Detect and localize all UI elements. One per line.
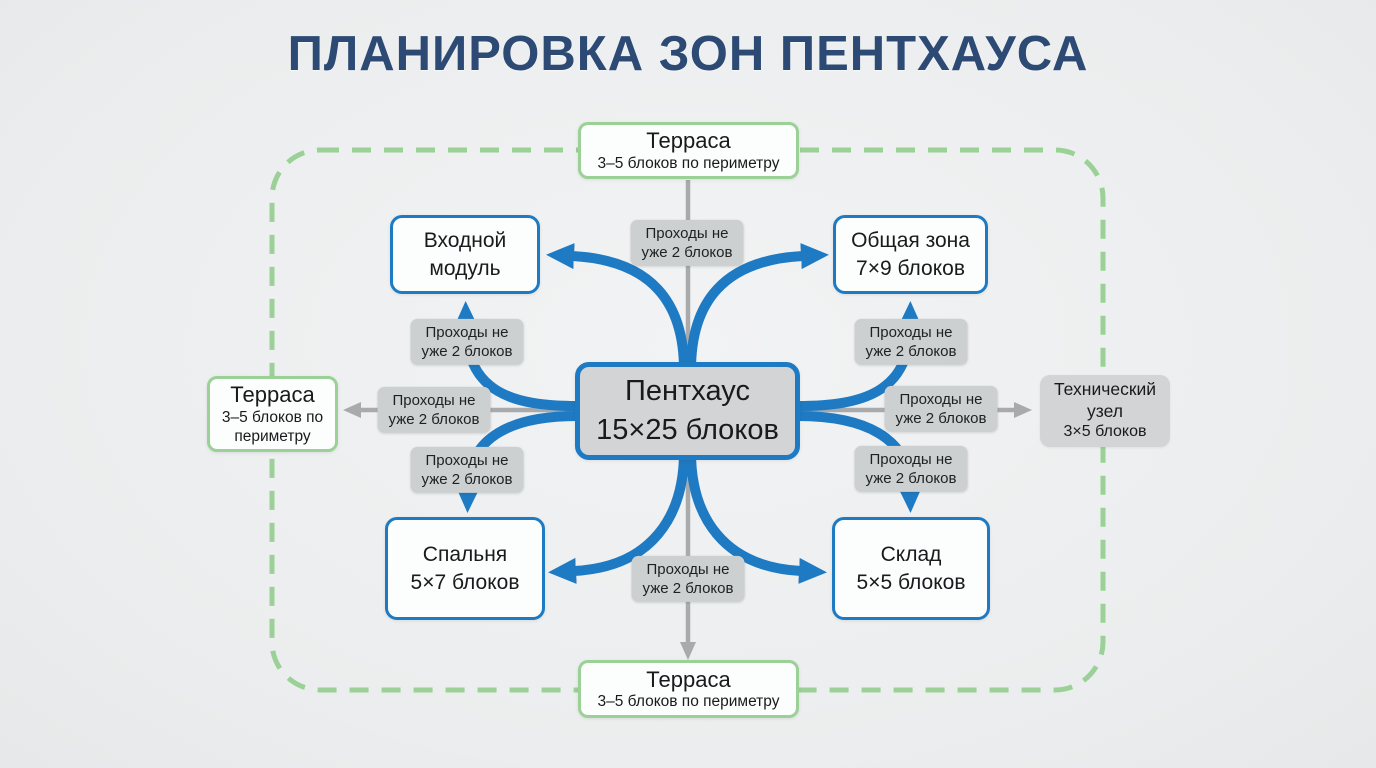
node-tech-title: Технический узел	[1053, 378, 1157, 421]
node-common-size: 7×9 блоков	[856, 256, 965, 280]
corridor-note-line1: Проходы не	[869, 323, 953, 341]
node-terrace-bottom-size: 3–5 блоков по периметру	[597, 693, 780, 711]
corridor-note-line2: уже 2 блоков	[421, 343, 513, 360]
node-penthouse-title: Пентхаус	[625, 374, 750, 407]
corridor-note-mid-left: Проходы не уже 2 блоков	[377, 386, 491, 434]
node-storage-size: 5×5 блоков	[856, 570, 966, 594]
node-terrace-top-title: Терраса	[646, 128, 731, 154]
node-terrace-top-size: 3–5 блоков по периметру	[597, 154, 780, 172]
corridor-note-line1: Проходы не	[869, 450, 953, 468]
arrow-center-to-common-side	[686, 243, 829, 375]
corridor-note-lower-left: Проходы не уже 2 блоков	[410, 446, 524, 494]
node-penthouse-center: Пентхаус 15×25 блоков	[575, 362, 800, 460]
node-penthouse-size: 15×25 блоков	[596, 414, 779, 446]
corridor-note-line1: Проходы не	[425, 323, 509, 341]
arrow-center-to-bedroom-side	[548, 447, 689, 584]
corridor-note-upper-left: Проходы не уже 2 блоков	[410, 318, 524, 366]
corridor-note-line1: Проходы не	[899, 390, 983, 408]
corridor-note-line2: уже 2 блоков	[865, 470, 957, 487]
node-bedroom-title: Спальня	[422, 542, 508, 566]
node-terrace-top: Терраса 3–5 блоков по периметру	[578, 122, 799, 179]
corridor-note-lower-right: Проходы не уже 2 блоков	[854, 445, 968, 493]
node-common-title: Общая зона	[851, 228, 970, 252]
corridor-note-bottom: Проходы не уже 2 блоков	[631, 555, 745, 603]
node-entry-title: Входной модуль	[423, 228, 507, 280]
corridor-note-line1: Проходы не	[392, 391, 476, 409]
node-storage-title: Склад	[880, 542, 942, 566]
corridor-note-line1: Проходы не	[646, 560, 730, 578]
corridor-note-top: Проходы не уже 2 блоков	[630, 219, 744, 267]
node-terrace-bottom: Терраса 3–5 блоков по периметру	[578, 660, 799, 718]
corridor-note-line1: Проходы не	[645, 224, 729, 242]
node-storage: Склад 5×5 блоков	[832, 517, 990, 620]
corridor-note-line2: уже 2 блоков	[895, 410, 987, 427]
page-title: ПЛАНИРОВКА ЗОН ПЕНТХАУСА	[287, 27, 1089, 81]
node-terrace-left-size: 3–5 блоков по периметру	[221, 408, 324, 445]
node-bedroom: Спальня 5×7 блоков	[385, 517, 545, 620]
node-entry-module: Входной модуль	[390, 215, 540, 294]
node-bedroom-size: 5×7 блоков	[410, 570, 520, 594]
corridor-note-line1: Проходы не	[425, 451, 509, 469]
node-tech-size: 3×5 блоков	[1063, 423, 1147, 441]
node-common-zone: Общая зона 7×9 блоков	[833, 215, 988, 294]
corridor-note-line2: уже 2 блоков	[421, 471, 513, 488]
corridor-note-line2: уже 2 блоков	[642, 580, 734, 597]
arrow-center-to-entry-side	[546, 243, 689, 375]
node-terrace-left: Терраса 3–5 блоков по периметру	[207, 376, 338, 452]
corridor-note-upper-right: Проходы не уже 2 блоков	[854, 318, 968, 366]
corridor-note-line2: уже 2 блоков	[641, 244, 733, 261]
node-terrace-left-title: Терраса	[230, 382, 315, 408]
corridor-note-line2: уже 2 блоков	[388, 411, 480, 428]
corridor-note-mid-right: Проходы не уже 2 блоков	[884, 385, 998, 433]
arrow-center-to-storage-side	[686, 447, 827, 584]
node-terrace-bottom-title: Терраса	[646, 666, 731, 692]
corridor-note-line2: уже 2 блоков	[865, 343, 957, 360]
node-tech-unit: Технический узел 3×5 блоков	[1040, 375, 1170, 447]
